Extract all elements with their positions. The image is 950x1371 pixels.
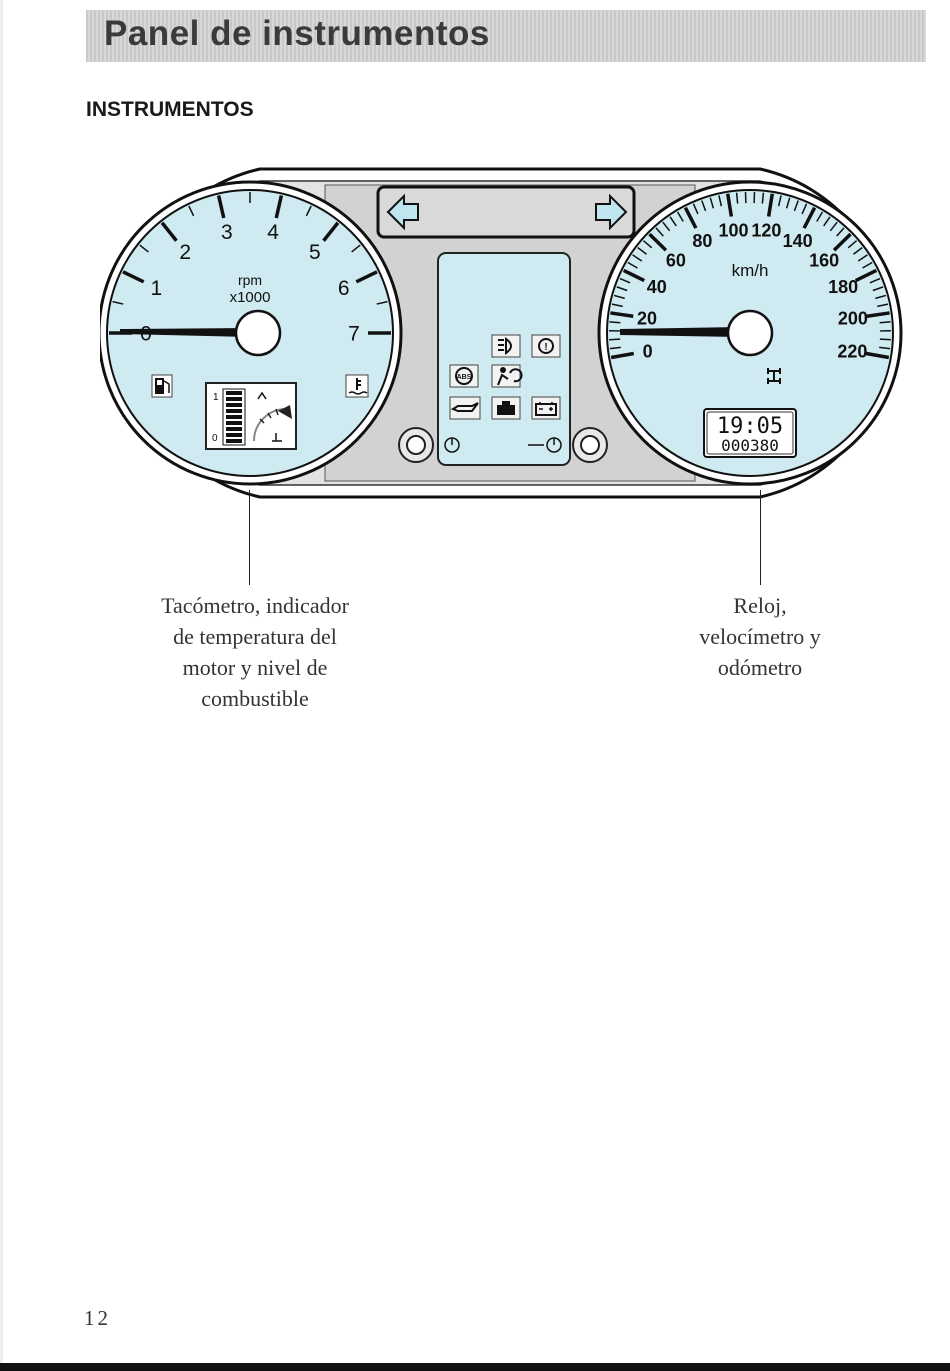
caption-left-line: motor y nivel de	[110, 652, 400, 683]
fuel-bar	[226, 391, 242, 395]
battery-icon	[532, 397, 560, 419]
page-edge	[0, 0, 3, 1363]
fuel-bar	[226, 433, 242, 437]
speedometer-unit: km/h	[732, 261, 769, 280]
warning-light-panel	[438, 253, 570, 465]
odometer-readout: 000380	[721, 436, 779, 455]
tach-label: 5	[309, 241, 321, 264]
speed-tick	[609, 322, 620, 323]
caption-speedometer: Reloj, velocímetro y odómetro	[650, 590, 870, 683]
tach-label: 6	[338, 277, 350, 300]
page-bottom-edge	[0, 1363, 950, 1371]
tach-label: 3	[221, 221, 233, 244]
fuel-level-bars	[223, 389, 245, 445]
page-title: Panel de instrumentos	[104, 14, 490, 54]
tach-label: 1	[150, 277, 162, 300]
headlamp-icon	[492, 335, 520, 357]
fuel-bar	[226, 403, 242, 407]
speed-label: 20	[637, 308, 657, 328]
tach-label: 2	[179, 241, 191, 264]
speed-tick	[880, 322, 891, 323]
speed-label: 140	[783, 231, 813, 251]
speed-label: 200	[838, 308, 868, 328]
tach-label: 4	[267, 221, 279, 244]
tachometer: 01234567 rpm x1000 1 0	[100, 182, 401, 484]
fuel-bar	[226, 415, 242, 419]
instrument-cluster-illustration: ! ABS 012	[100, 165, 920, 505]
speed-label: 220	[837, 341, 867, 361]
abs-icon: ABS	[450, 365, 478, 387]
svg-text:!: !	[544, 342, 547, 353]
caption-left-line: de temperatura del	[110, 621, 400, 652]
callout-line-left	[249, 490, 250, 585]
tachometer-unit: rpm	[238, 272, 262, 288]
fuel-full-label: 1	[213, 392, 219, 403]
tachometer-multiplier: x1000	[230, 289, 271, 306]
clock-odometer-display: 19:05 000380	[704, 409, 796, 457]
speed-label: 100	[719, 221, 749, 241]
right-adjust-knob	[573, 428, 607, 462]
fuel-bar	[226, 427, 242, 431]
caption-left-line: combustible	[110, 683, 400, 714]
speed-label: 80	[692, 231, 712, 251]
fuel-bar	[226, 421, 242, 425]
engine-icon	[492, 397, 520, 419]
fuel-bar	[226, 397, 242, 401]
speed-tick	[609, 339, 620, 340]
caption-right-line: odómetro	[650, 652, 870, 683]
speed-tick	[737, 193, 738, 204]
fuel-temperature-display: 1 0	[206, 383, 296, 449]
speed-tick	[762, 193, 763, 204]
coolant-temperature-icon	[346, 375, 368, 397]
speed-label: 180	[828, 277, 858, 297]
tach-label: 7	[348, 322, 360, 345]
speed-tick	[880, 339, 891, 340]
left-adjust-knob	[399, 428, 433, 462]
callout-line-right	[760, 490, 761, 585]
speed-label: 0	[643, 341, 653, 361]
speed-label: 120	[751, 221, 781, 241]
fuel-pump-icon	[152, 375, 172, 397]
section-title: INSTRUMENTOS	[86, 98, 254, 122]
caption-right-line: Reloj,	[650, 590, 870, 621]
fuel-empty-label: 0	[212, 433, 218, 444]
caption-left-line: Tacómetro, indicador	[110, 590, 400, 621]
speedometer-hub	[728, 311, 772, 355]
oil-pressure-icon	[450, 397, 480, 419]
fuel-bar	[226, 409, 242, 413]
brake-warning-icon: !	[532, 335, 560, 357]
speed-label: 40	[647, 277, 667, 297]
caption-tachometer: Tacómetro, indicador de temperatura del …	[110, 590, 400, 714]
tachometer-hub	[236, 311, 280, 355]
airbag-icon	[492, 365, 522, 387]
svg-text:ABS: ABS	[457, 374, 472, 381]
fuel-bar	[226, 439, 242, 443]
speed-label: 60	[666, 250, 686, 270]
caption-right-line: velocímetro y	[650, 621, 870, 652]
speed-label: 160	[809, 250, 839, 270]
page-number: 12	[84, 1306, 111, 1331]
